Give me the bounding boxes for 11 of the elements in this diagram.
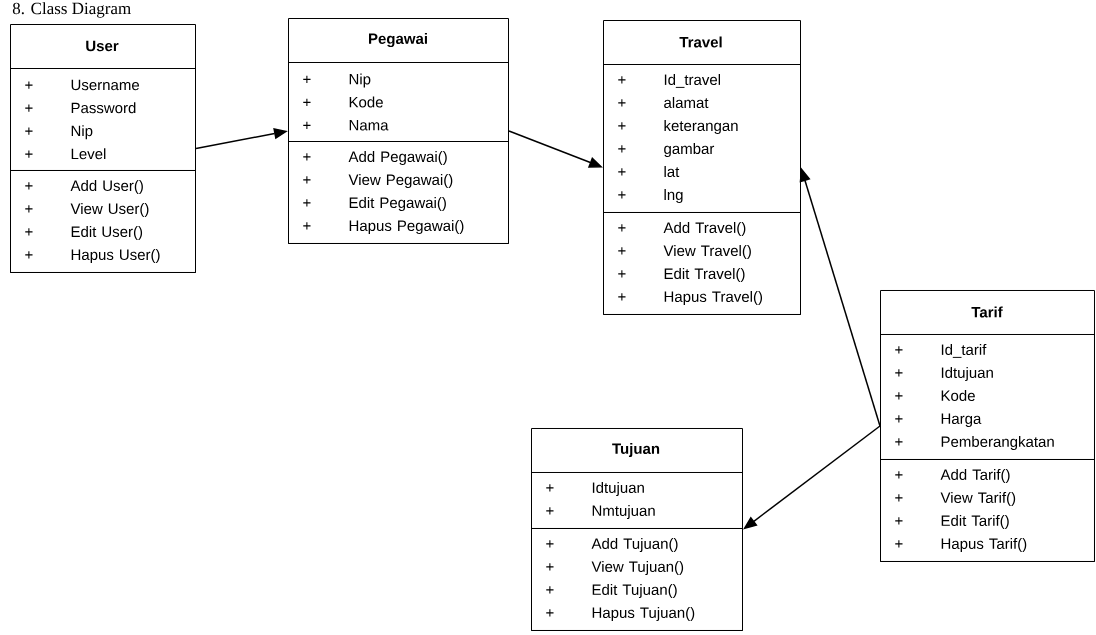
class-compartment: + Add Travel() + View Travel() + Edit Travel() + Hapus Travel()	[603, 212, 801, 315]
class-compartment: + Nip + Kode + Nama	[288, 62, 509, 142]
class-compartment: + Id_travel + alamat + keterangan + gambar + lat + lng	[603, 64, 801, 213]
class-compartment: + Username + Password + Nip + Level	[10, 68, 196, 171]
class-compartment: + Add Tujuan() + View Tujuan() + Edit Tujuan() + Hapus Tujuan()	[531, 528, 743, 631]
class-compartment: + Id_tarif + Idtujuan + Kode + Harga + Pemberangkatan	[880, 334, 1095, 460]
class-compartment: + Add Pegawai() + View Pegawai() + Edit Pegawai() + Hapus Pegawai()	[288, 141, 509, 244]
class-compartment: + Add User() + View User() + Edit User() + Hapus User()	[10, 170, 196, 273]
diagram-title: 8. Class Diagram	[12, 2, 131, 18]
class-compartment: + Idtujuan + Nmtujuan	[531, 472, 743, 529]
class-compartment: + Add Tarif() + View Tarif() + Edit Tarif() + Hapus Tarif()	[880, 459, 1095, 562]
